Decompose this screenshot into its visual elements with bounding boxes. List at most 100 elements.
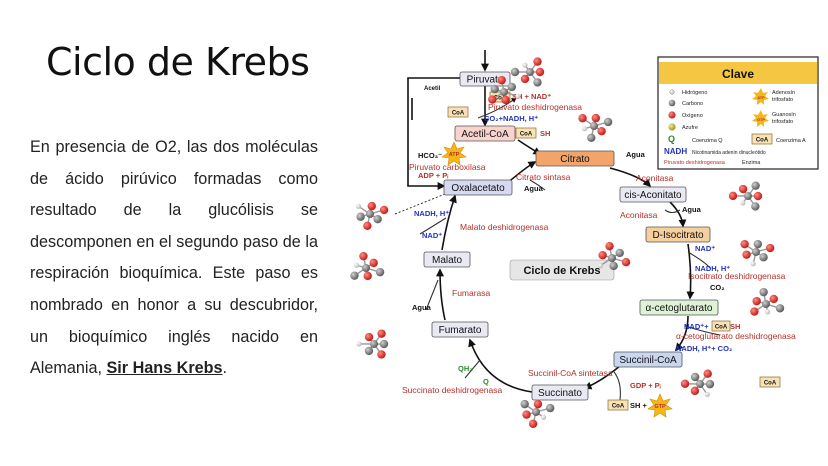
molecule-model: [488, 75, 521, 105]
hydrogen-atom: [581, 126, 588, 132]
cofactor-nad-isocitrato: NAD⁺: [695, 244, 715, 253]
oxygen-atom: [597, 126, 606, 136]
coa-box-2: CoA: [515, 127, 537, 139]
cofactor-acetil: Acetil: [424, 86, 441, 92]
enzyme-fumarasa: Fumarasa: [452, 288, 491, 298]
carbon-atom: [696, 380, 704, 388]
body-text-suffix: .: [222, 359, 228, 378]
enzyme-succinato-deshidrogenasa: Succinato deshidrogenasa: [402, 385, 502, 395]
enzyme-aconitasa-2: Aconitasa: [620, 210, 658, 220]
cycle-arrows: [407, 50, 695, 393]
hydrogen-atom: [354, 262, 360, 268]
hydrogen-atom: [740, 200, 746, 206]
arrow-isocitrato-cetoglutarato: [686, 243, 695, 300]
enzyme-isocitrato-deshidrogenasa: Isocitrato deshidrogenasa: [688, 271, 786, 281]
molecule-model: [356, 329, 389, 359]
oxygen-atom: [690, 386, 700, 396]
cofactor-q: Q: [483, 377, 489, 386]
carbon-atom: [615, 248, 624, 258]
label-fumarato: Fumarato: [439, 325, 482, 336]
label-alfa-cetoglutarato: α-cetoglutarato: [646, 303, 713, 314]
oxygen-atom: [528, 419, 538, 428]
oxygen-atom: [598, 250, 607, 260]
enzyme-labels: Piruvato deshidrogenasa Piruvato carboxi…: [402, 102, 796, 395]
label-oxalacetato: Oxalacetato: [451, 183, 505, 194]
oxygen-atom: [377, 329, 386, 338]
cofactor-nadh-isocitrato: NADH, H⁺: [695, 264, 730, 273]
svg-text:CoA: CoA: [520, 132, 533, 138]
enzyme-alfa-cetoglutarato-deshidrogenasa: α-cetoglutarato deshidrogenasa: [676, 331, 796, 341]
hydrogen-atom: [540, 414, 547, 420]
carbon-atom: [533, 78, 542, 87]
arrow-cetoglutarato-succinilcoa: [674, 315, 689, 352]
arrow-succinato-fumarato: [468, 338, 533, 393]
coa-box-6: CoA: [759, 376, 781, 388]
legend-box: Clave Hidrógeno Carbono Oxígeno Azufre Q…: [657, 56, 819, 170]
carbon-atom: [759, 253, 768, 262]
molecule-model: [750, 287, 785, 316]
oxygen-atom: [369, 258, 378, 268]
carbon-atom: [507, 82, 516, 92]
carbon-atom: [759, 287, 768, 297]
coa-box-5: CoA: [607, 399, 629, 411]
carbon-atom: [752, 248, 760, 256]
carbon-atom: [690, 372, 700, 382]
legend-enzima-label: Enzima: [742, 160, 761, 166]
molecule-model: [740, 239, 775, 267]
cofactor-agua-fumarasa: Agua: [412, 303, 432, 312]
molecule-models: [350, 57, 785, 428]
oxygen-atom: [533, 57, 542, 66]
carbon-atom: [751, 202, 760, 211]
carbon-atom: [520, 399, 529, 409]
cofactor-co2-isocitrato: CO₂: [710, 283, 725, 292]
carbon-atom: [350, 271, 359, 280]
label-cis-aconitato: cis-Aconitato: [624, 190, 682, 201]
carbon-atom: [753, 239, 763, 249]
oxygen-atom: [578, 114, 587, 123]
carbon-atom: [375, 267, 385, 277]
legend-gtp-desc-2: trifosfato: [772, 119, 793, 125]
carbon-atom: [608, 254, 616, 262]
body-text-main: En presencia de O2, las dos moléculas de…: [30, 138, 318, 378]
enzyme-malato-deshidrogenasa: Malato deshidrogenasa: [460, 222, 549, 232]
oxygen-atom: [591, 113, 601, 123]
center-label-text: Ciclo de Krebs: [523, 265, 600, 277]
carbon-atom: [744, 192, 752, 200]
coa-box-3: CoA: [447, 106, 469, 118]
oxygen-atom: [703, 369, 712, 378]
legend-atp-desc-2: trifosfato: [772, 97, 793, 103]
box-fumarato: Fumarato: [431, 321, 489, 338]
oxygen-atom: [742, 250, 751, 259]
oxygen-atom: [501, 95, 510, 105]
oxygen-atom: [363, 271, 372, 281]
carbon-atom: [609, 261, 618, 271]
hydrogen-atom: [597, 263, 604, 269]
oxygen-atom: [520, 74, 530, 84]
box-piruvato: Piruvato: [459, 71, 511, 87]
slide-title: Ciclo de Krebs: [46, 40, 310, 84]
svg-text:ATP: ATP: [449, 152, 460, 158]
cofactor-qh2: QH₂: [458, 364, 473, 373]
molecule-model: [578, 113, 613, 143]
oxygen-atom: [605, 241, 614, 251]
carbon-atom: [545, 403, 555, 413]
label-piruvato: Piruvato: [467, 75, 504, 86]
legend-nadh-desc: Nicotinamida adenín dinucleótido: [692, 150, 766, 156]
carbon-atom: [356, 212, 365, 221]
cofactor-nadh-malato: NADH, H⁺: [414, 209, 449, 218]
molecule-model: [520, 399, 555, 428]
label-acetil-coa: Acetil-CoA: [461, 129, 509, 140]
cofactor-sh-nad: SH + NAD⁺: [512, 92, 551, 101]
oxygen-atom: [752, 296, 761, 306]
slide-body-text: En presencia de O2, las dos moléculas de…: [30, 132, 318, 385]
oxygen-atom: [750, 307, 759, 316]
oxygen-atom: [769, 294, 778, 304]
arrow-piruvato-oxalacetato: [407, 77, 465, 190]
cofactor-agua-aconitasa: Agua: [682, 205, 702, 214]
legend-q-symbol: Q: [668, 134, 675, 144]
coa-box-4: CoA: [711, 320, 731, 332]
hydrogen-atom: [356, 341, 362, 347]
oxygen-atom: [535, 67, 545, 77]
oxygen-atom: [728, 191, 738, 201]
molecule-model: [597, 241, 631, 271]
